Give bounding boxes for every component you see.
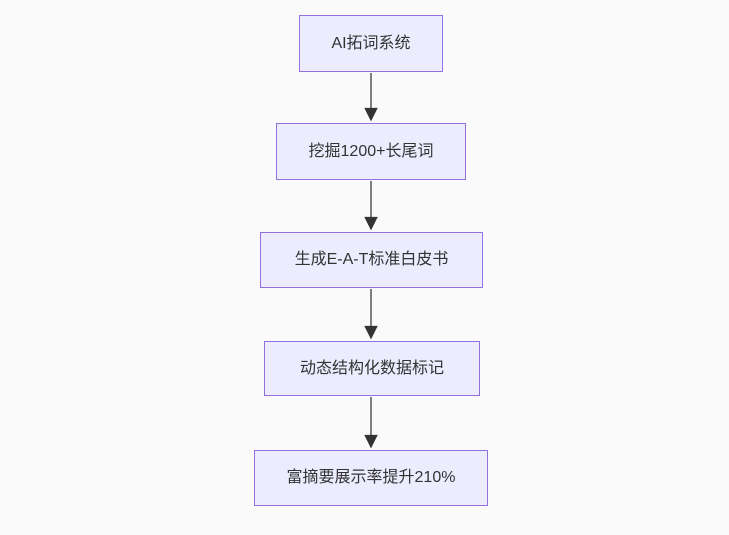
flow-node-label: 挖掘1200+长尾词 xyxy=(308,142,434,160)
flow-node-step-2: 挖掘1200+长尾词 xyxy=(276,123,466,180)
flow-node-label: 动态结构化数据标记 xyxy=(299,359,444,377)
flow-node-step-4: 动态结构化数据标记 xyxy=(264,341,480,396)
flow-node-step-5: 富摘要展示率提升210% xyxy=(254,450,488,506)
flow-node-label: 富摘要展示率提升210% xyxy=(286,469,456,487)
flow-node-step-1: AI拓词系统 xyxy=(299,15,443,72)
flow-node-label: 生成E-A-T标准白皮书 xyxy=(294,251,449,269)
flow-node-label: AI拓词系统 xyxy=(331,34,411,52)
flow-node-step-3: 生成E-A-T标准白皮书 xyxy=(260,232,483,288)
